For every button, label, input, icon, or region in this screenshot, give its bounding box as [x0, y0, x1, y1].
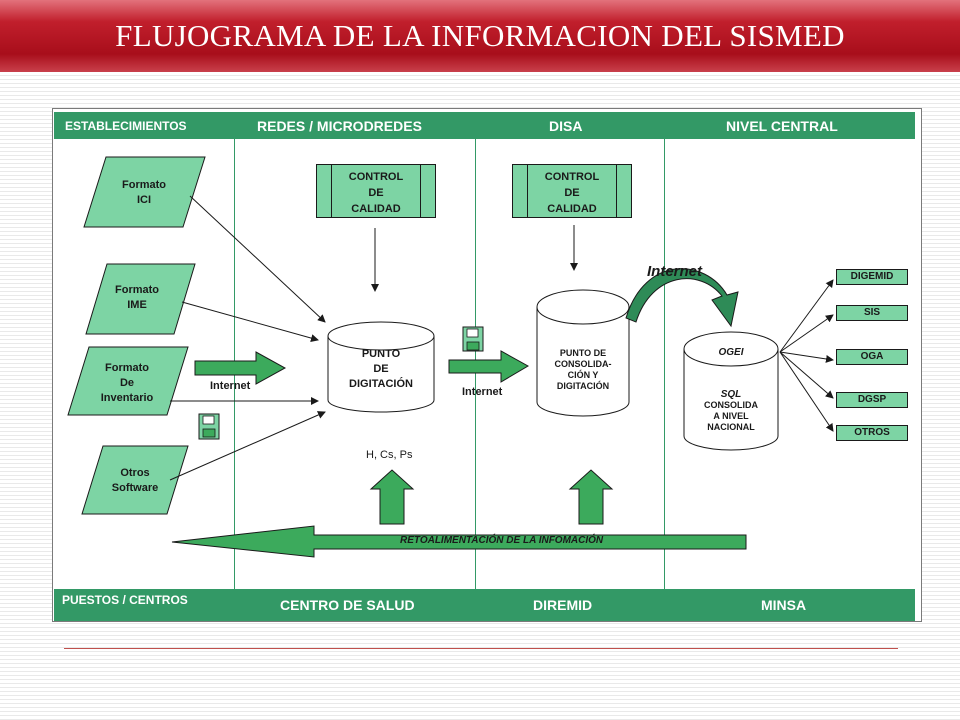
- lane-label-puestos: PUESTOS / CENTROS: [62, 593, 188, 607]
- up-arrow-shape: [568, 469, 614, 525]
- cylinder-line: PUNTO: [361, 348, 401, 360]
- source-line: IME: [127, 299, 147, 311]
- lane-label-nivel-central: NIVEL CENTRAL: [726, 118, 838, 134]
- lane-label-minsa: MINSA: [761, 597, 807, 613]
- source-line: ICI: [136, 194, 152, 206]
- destination-sis: SIS: [836, 305, 908, 321]
- ogei-line: SQL: [720, 389, 742, 400]
- source-otros-software-shape: [81, 445, 189, 515]
- ogei-line: NACIONAL: [707, 422, 755, 432]
- internet-label: Internet: [462, 386, 503, 398]
- feedback-label: RETOALIMENTACIÓN DE LA INFOMACIÓN: [400, 535, 604, 546]
- page-title: FLUJOGRAMA DE LA INFORMACION DEL SISMED: [115, 18, 845, 53]
- cylinder-line: PUNTO DE: [559, 348, 607, 358]
- source-formato-ici-label: Formato ICI: [108, 178, 180, 208]
- destination-otros: OTROS: [836, 425, 908, 441]
- box-divider: [527, 165, 528, 217]
- lane-label-establecimientos: ESTABLECIMIENTOS: [65, 119, 187, 133]
- flow-arrow: [779, 279, 834, 353]
- flow-arrow: [169, 411, 326, 481]
- control-calidad-box: CONTROL DE CALIDAD: [316, 164, 436, 218]
- title-bar: FLUJOGRAMA DE LA INFORMACION DEL SISMED: [0, 0, 960, 72]
- qc-line: CALIDAD: [351, 203, 401, 215]
- source-formato-inventario-label: Formato De Inventario: [90, 361, 164, 406]
- internet-label: Internet: [210, 380, 251, 392]
- internet-arrow-shape: [194, 351, 287, 385]
- source-formato-ici-shape: [83, 156, 206, 228]
- hcsps-label: H, Cs, Ps: [366, 449, 413, 461]
- cylinder-line: CIÓN Y: [567, 370, 599, 380]
- top-lane-band: ESTABLECIMIENTOS REDES / MICRODREDES DIS…: [54, 112, 915, 139]
- lane-label-diremid: DIREMID: [533, 597, 593, 613]
- flow-arrow: [779, 314, 834, 353]
- source-line: De: [119, 377, 135, 389]
- ogei-header: OGEI: [718, 347, 744, 358]
- flow-arrow: [181, 301, 319, 342]
- lane-divider: [664, 139, 665, 589]
- curved-internet-arrow: [625, 268, 739, 328]
- flow-arrow: [779, 351, 834, 399]
- ogei-label: SQL CONSOLIDA A NIVEL NACIONAL: [684, 389, 778, 433]
- footer-divider: [64, 648, 898, 649]
- punto-digitacion-cylinder: [327, 321, 435, 413]
- destination-digemid: DIGEMID: [836, 269, 908, 285]
- floppy-disk-icon: [198, 413, 220, 440]
- destination-oga: OGA: [836, 349, 908, 365]
- punto-consolidacion-cylinder: [536, 289, 630, 417]
- control-calidad-box: CONTROL DE CALIDAD: [512, 164, 632, 218]
- control-calidad-label: CONTROL DE CALIDAD: [513, 169, 631, 217]
- source-line: Formato: [115, 284, 159, 296]
- internet-arrow-shape: [448, 350, 530, 383]
- flow-arrow: [779, 351, 834, 432]
- lane-label-redes: REDES / MICRODREDES: [257, 118, 422, 134]
- source-line: Inventario: [100, 392, 154, 404]
- qc-line: CALIDAD: [547, 203, 597, 215]
- source-otros-software-label: Otros Software: [100, 466, 170, 496]
- source-formato-ime-label: Formato IME: [103, 283, 171, 313]
- internet-curve-label: Internet: [647, 263, 703, 280]
- source-line: Otros: [120, 467, 150, 479]
- punto-consolidacion-label: PUNTO DE CONSOLIDA- CIÓN Y DIGITACIÓN: [537, 348, 629, 392]
- bottom-lane-band: PUESTOS / CENTROS CENTRO DE SALUD DIREMI…: [54, 589, 915, 621]
- box-divider: [420, 165, 421, 217]
- source-line: Formato: [105, 362, 149, 374]
- lane-label-centro-salud: CENTRO DE SALUD: [280, 597, 415, 613]
- source-formato-ime-shape: [85, 263, 196, 335]
- punto-digitacion-label: PUNTO DE DIGITACIÓN: [328, 347, 434, 392]
- control-calidad-label: CONTROL DE CALIDAD: [317, 169, 435, 217]
- source-line: Software: [111, 482, 159, 494]
- cylinder-line: DIGITACIÓN: [349, 378, 413, 390]
- qc-line: CONTROL: [348, 171, 404, 183]
- qc-line: CONTROL: [544, 171, 600, 183]
- qc-line: DE: [564, 187, 580, 199]
- ogei-line: CONSOLIDA: [704, 400, 758, 410]
- cylinder-line: CONSOLIDA-: [554, 359, 612, 369]
- qc-line: DE: [368, 187, 384, 199]
- cylinder-line: DE: [373, 363, 389, 375]
- flow-arrow: [779, 351, 834, 363]
- source-line: Formato: [122, 179, 166, 191]
- feedback-arrow-shape: [171, 525, 747, 558]
- floppy-disk-icon: [462, 326, 484, 352]
- source-formato-inventario-shape: [67, 346, 189, 416]
- box-divider: [616, 165, 617, 217]
- box-divider: [331, 165, 332, 217]
- ogei-cylinder: [683, 331, 779, 451]
- flow-arrow: [189, 195, 326, 323]
- up-arrow-shape: [369, 469, 415, 525]
- ogei-line: A NIVEL: [713, 411, 749, 421]
- cylinder-line: DIGITACIÓN: [556, 381, 610, 391]
- destination-dgsp: DGSP: [836, 392, 908, 408]
- lane-label-disa: DISA: [549, 118, 583, 134]
